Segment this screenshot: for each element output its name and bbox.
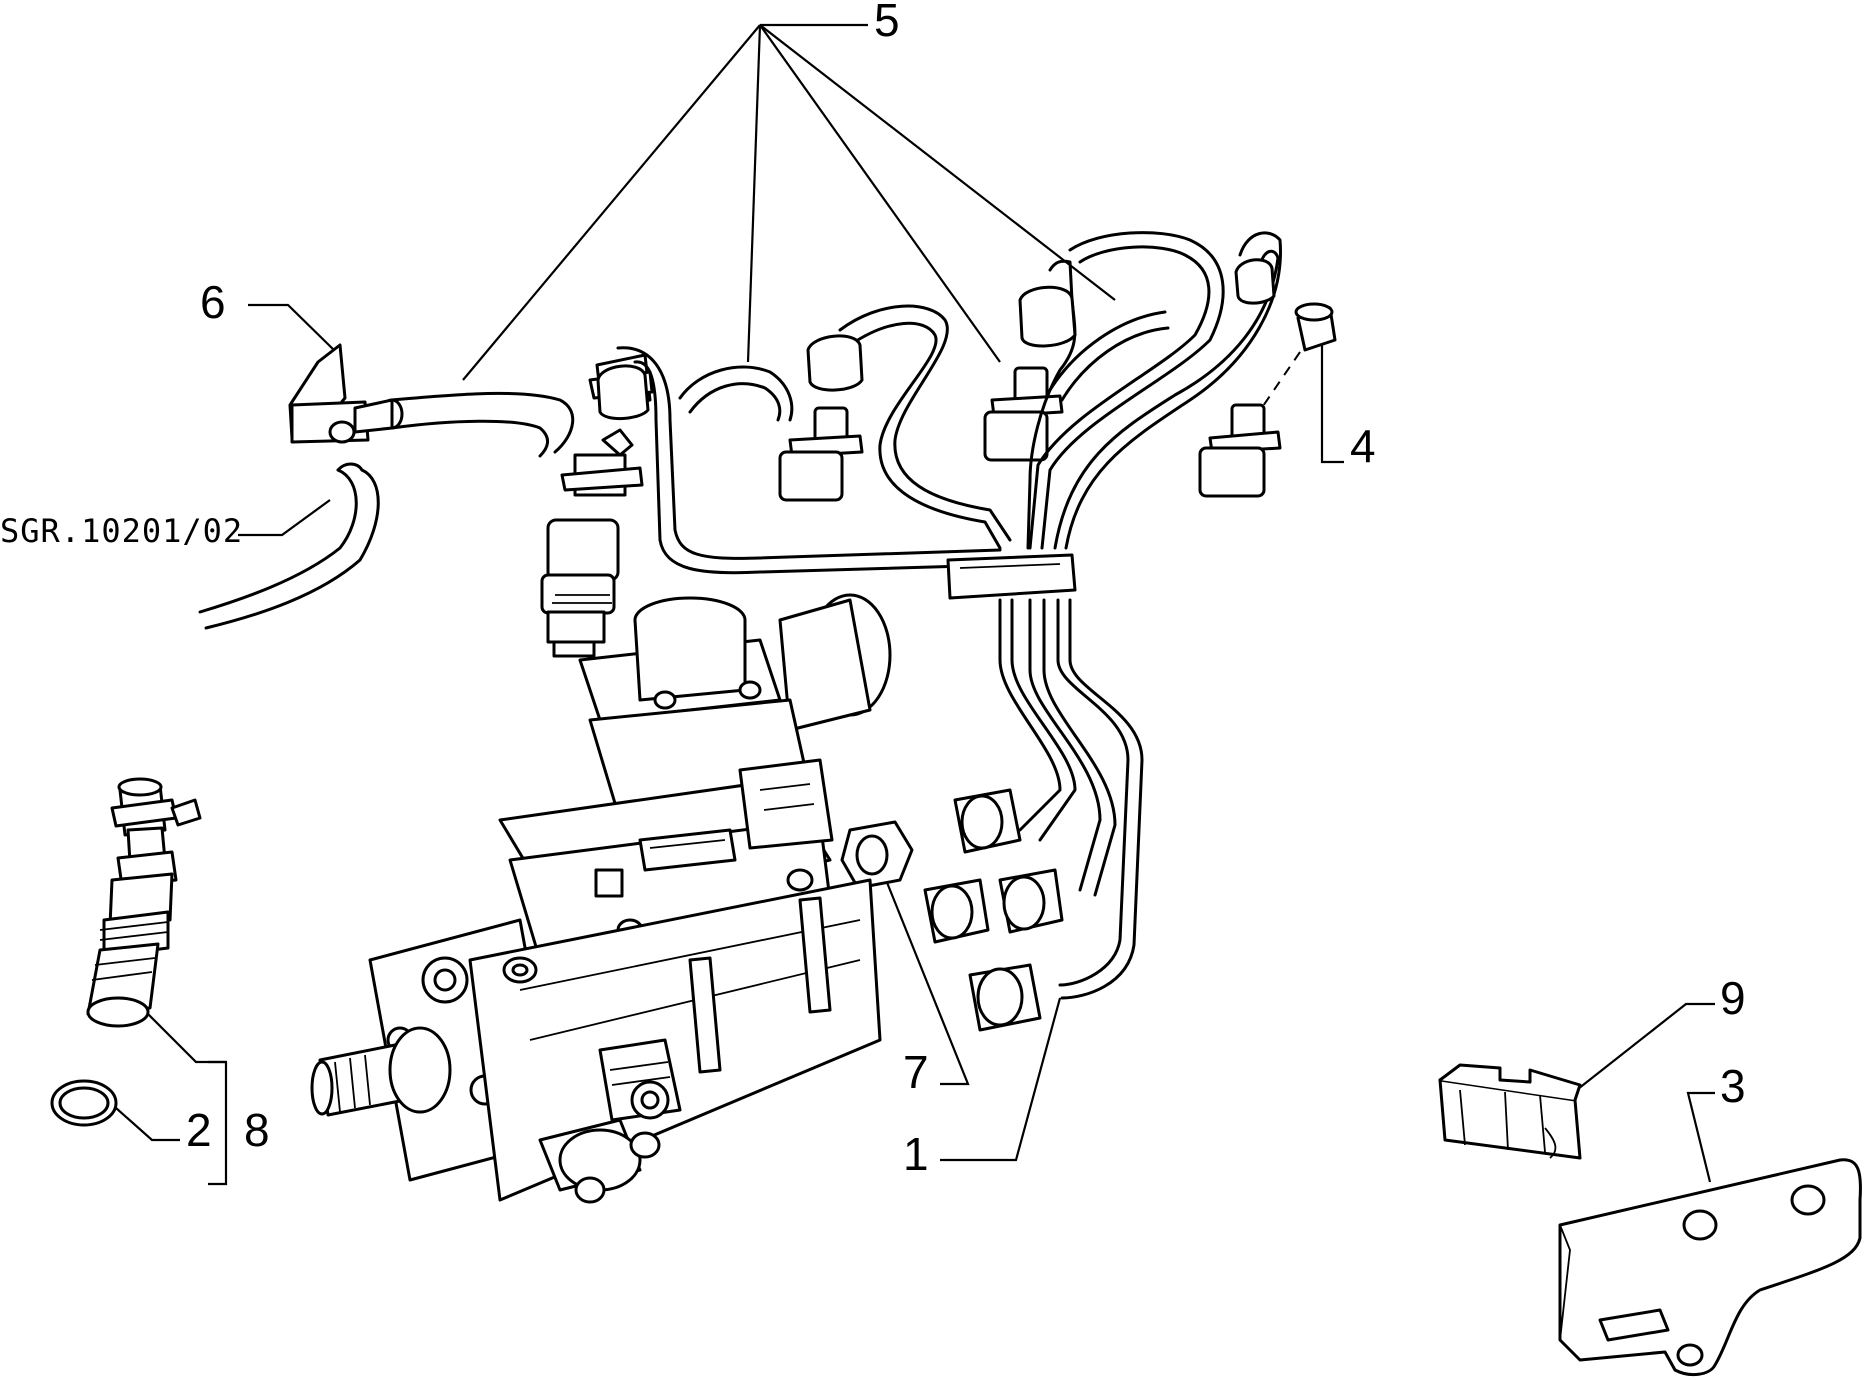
drawing-code: SGR.10201/02: [0, 512, 243, 550]
cap-part-4: [1294, 302, 1337, 352]
pipe-clamp: [946, 553, 1077, 600]
injector-fitting-2: [778, 406, 864, 502]
injection-pump: [310, 593, 892, 1204]
o-ring-part-2: [50, 1079, 118, 1127]
banjo-fitting-part-6: [288, 343, 404, 444]
pipe-nut-upper-2: [806, 334, 864, 392]
callout-3: 3: [1720, 1060, 1746, 1112]
pipe-nut-lower-3: [998, 868, 1064, 934]
bracket-part-3: [1558, 1158, 1862, 1377]
callout-4: 4: [1350, 420, 1376, 472]
nut-part-7: [840, 820, 914, 890]
return-hose: [198, 391, 575, 630]
pipe-nut-upper-3: [1018, 285, 1077, 348]
return-hose-segments: [678, 310, 1170, 422]
callout-9: 9: [1720, 972, 1746, 1024]
pipe-nut-upper-4: [1234, 258, 1276, 305]
leader-lines: [115, 23, 1715, 1186]
pipe-nut-lower-2: [923, 878, 990, 944]
callout-7: 7: [903, 1046, 929, 1098]
injector-fitting-4: [1198, 403, 1282, 498]
callout-5: 5: [874, 0, 900, 46]
injector-part-8: [86, 777, 202, 1028]
callout-8: 8: [244, 1104, 270, 1156]
rubber-block-part-9: [1438, 1063, 1582, 1160]
pipe-nut-lower-1: [953, 788, 1022, 854]
injection-pipes-part-5: [616, 231, 1282, 1000]
pipe-nut-lower-4: [968, 963, 1042, 1032]
callout-2: 2: [186, 1104, 212, 1156]
callout-1: 1: [903, 1128, 929, 1180]
pipe-nut-upper-1: [596, 364, 650, 420]
callout-6: 6: [200, 276, 226, 328]
